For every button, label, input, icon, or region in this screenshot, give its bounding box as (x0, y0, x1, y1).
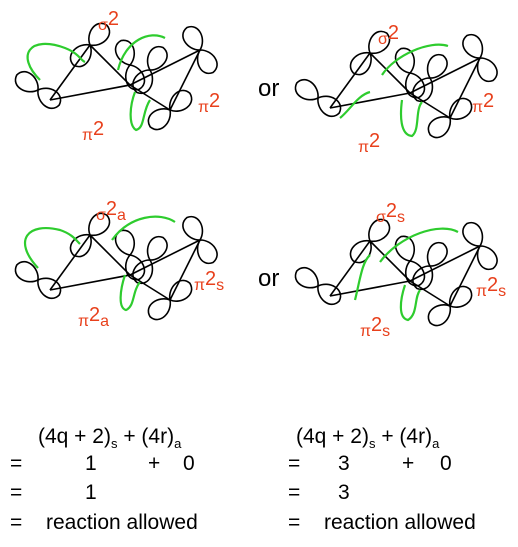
left-sum: 1 (85, 481, 97, 504)
or-label: or (258, 75, 279, 102)
plus-sign: + (402, 452, 415, 475)
pi-bottom-label: π2 (82, 118, 104, 144)
right-result: reaction allowed (324, 511, 476, 534)
pi-right-label: π2 (472, 90, 494, 116)
interaction-curve (353, 254, 371, 301)
pi-right-label: π2s (476, 274, 506, 300)
interaction-curve (24, 227, 81, 269)
pi-bottom-label: π2s (360, 314, 390, 340)
right-value-a: 3 (338, 452, 350, 475)
pi-bottom-label: π2a (78, 304, 109, 330)
equals-sign: = (10, 481, 23, 504)
sigma-label: σ2 (378, 22, 399, 48)
left-value-a: 1 (85, 452, 97, 475)
or-label: or (258, 265, 279, 292)
panel-bottom-left (12, 209, 221, 323)
left-value-b: 0 (183, 452, 195, 475)
equals-sign: = (288, 511, 301, 534)
plus-sign: + (148, 452, 161, 475)
equation-row-2: = 1 = 3 (0, 481, 518, 507)
pi-right-label: π2s (194, 268, 224, 294)
left-header: (4q + 2)s + (4r)a (38, 425, 182, 452)
equals-sign: = (288, 452, 301, 475)
interaction-curve (381, 43, 449, 76)
panel-top-right (292, 27, 501, 141)
interaction-curve (339, 90, 371, 119)
equals-sign: = (10, 452, 23, 475)
pi-bottom-label: π2 (358, 130, 380, 156)
interaction-curve (111, 215, 176, 241)
equals-sign: = (10, 511, 23, 534)
right-value-b: 0 (440, 452, 452, 475)
sigma-label: σ2a (96, 198, 126, 224)
panel-top-left (12, 19, 221, 133)
interaction-curve (379, 227, 459, 263)
interaction-curve (129, 91, 151, 132)
panel-bottom-right (292, 215, 501, 329)
left-result: reaction allowed (46, 511, 198, 534)
equation-row-1: = 1 + 0 = 3 + 0 (0, 452, 518, 478)
right-header: (4q + 2)s + (4r)a (296, 425, 440, 452)
equation-row-3: = reaction allowed = reaction allowed (0, 511, 518, 537)
equation-header-row: (4q + 2)s + (4r)a (4q + 2)s + (4r)a (0, 425, 518, 451)
interaction-curve (116, 34, 166, 71)
interaction-curve (399, 99, 423, 138)
right-sum: 3 (338, 481, 350, 504)
sigma-label: σ2 (98, 8, 119, 34)
pi-right-label: π2 (198, 90, 220, 116)
interaction-curve (26, 42, 86, 81)
equals-sign: = (288, 481, 301, 504)
interaction-curve (119, 274, 141, 312)
interaction-curve (399, 284, 421, 322)
sigma-label: σ2s (376, 200, 405, 226)
